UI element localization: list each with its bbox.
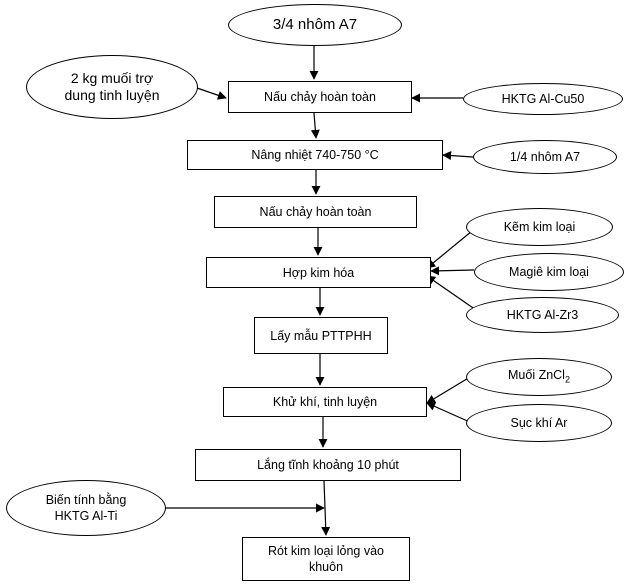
arrow-melt-to-raise	[310, 112, 320, 139]
arrow-zinc-to-alloy	[426, 230, 473, 269]
input-label: Biến tính bằng HKTG Al-Ti	[45, 493, 127, 523]
arrow-settle-to-pour	[321, 480, 331, 536]
step-label: Nấu chảy hoàn toàn	[264, 90, 376, 104]
step-label: Lấy mẫu PTTPHH	[270, 328, 372, 343]
input-master-zr: HKTG Al-Zr3	[466, 297, 619, 333]
input-label: Magiê kim loại	[509, 265, 589, 279]
arrow-zncl2-to-degas	[426, 376, 471, 404]
input-modifier: Biến tính bằng HKTG Al-Ti	[6, 480, 166, 536]
step-label: Nâng nhiệt 740-750 °C	[251, 148, 379, 162]
input-label: HKTG Al-Cu50	[501, 92, 585, 106]
arrow-mg-to-alloy	[430, 266, 475, 276]
arrow-quarter-to-raise	[442, 151, 474, 161]
step-raise-temp: Nâng nhiệt 740-750 °C	[187, 140, 443, 170]
start-ellipse: 3/4 nhôm A7	[228, 4, 402, 46]
zncl2-text: Muối ZnCl	[508, 367, 565, 382]
input-zinc: Kẽm kim loại	[466, 208, 613, 246]
arrow-argon-to-degas	[426, 402, 473, 424]
step-settle: Lắng tĩnh khoảng 10 phút	[195, 449, 461, 481]
step-melt-full-2: Nấu chảy hoàn toàn	[214, 196, 417, 228]
input-label: Sục khí Ar	[510, 416, 568, 430]
start-label: 3/4 nhôm A7	[272, 16, 358, 33]
step-label: Nấu chảy hoàn toàn	[259, 205, 372, 219]
step-degas-refine: Khử khí, tinh luyện	[223, 387, 427, 417]
step-label: Lắng tĩnh khoảng 10 phút	[257, 458, 399, 472]
step-sampling: Lấy mẫu PTTPHH	[254, 317, 388, 354]
input-label: Kẽm kim loại	[503, 220, 576, 234]
arrow-zr-to-alloy	[426, 275, 477, 311]
input-flux: 2 kg muối trợ dung tinh luyện	[26, 55, 198, 119]
input-label: Muối ZnCl2	[508, 367, 570, 388]
input-label: 2 kg muối trợ dung tinh luyện	[64, 70, 160, 103]
step-alloying: Hợp kim hóa	[206, 257, 431, 288]
step-pour: Rót kim loại lỏng vào khuôn	[242, 537, 410, 581]
input-quarter-al: 1/4 nhôm A7	[473, 140, 617, 174]
step-melt-full-1: Nấu chảy hoàn toàn	[228, 81, 412, 113]
step-label: Hợp kim hóa	[282, 265, 355, 280]
input-argon: Sục khí Ar	[466, 404, 612, 442]
input-magnesium: Magiê kim loại	[474, 253, 624, 291]
step-label: Rót kim loại lỏng vào khuôn	[267, 544, 385, 574]
zncl2-subscript: 2	[564, 374, 570, 385]
arrow-flux-to-melt	[196, 87, 227, 100]
input-label: 1/4 nhôm A7	[509, 150, 581, 164]
step-label: Khử khí, tinh luyện	[272, 395, 378, 409]
input-master-cu: HKTG Al-Cu50	[463, 83, 623, 115]
input-zncl2: Muối ZnCl2	[466, 358, 612, 396]
input-label: HKTG Al-Zr3	[506, 308, 579, 322]
